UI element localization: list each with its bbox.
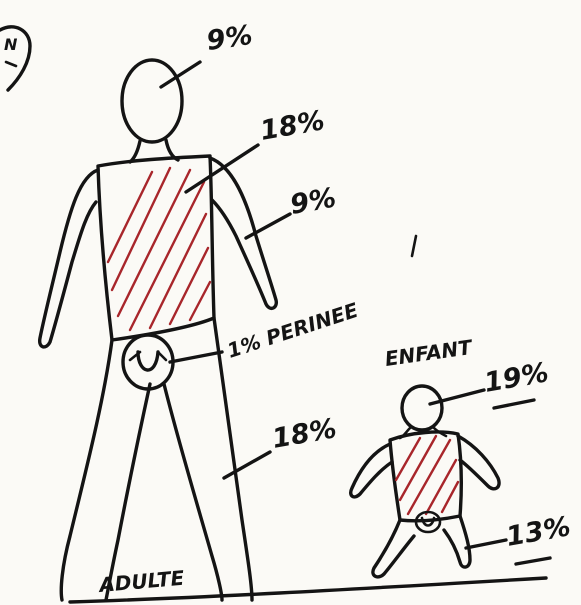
leader-trunk [186,145,258,192]
child-right-arm [458,436,499,489]
leader-perineum [170,352,222,362]
label-adult-title: ADULTE [96,566,185,598]
adult-perineum [123,335,173,389]
label-leg-child: 13% [504,511,573,553]
label-head-child: 19% [482,357,551,399]
underline-head-child [494,400,534,408]
adult-legs [61,340,112,600]
label-head-adult: 9% [205,20,255,57]
leader-leg [224,452,270,478]
child-left-leg [373,520,414,577]
label-perineum: 1% PERINEE [224,298,361,363]
corner-note: N [4,35,18,54]
label-child-title: ENFANT [383,335,474,371]
child-trunk-hatch [396,436,458,514]
label-trunk-adult: 18% [258,105,327,147]
label-arm-adult: 9% [288,182,339,220]
adult-right-arm [210,158,276,308]
perineum-accent [412,236,416,256]
child-left-arm [351,444,392,497]
leader-leg-child [466,540,506,548]
child-figure: ENFANT [351,335,499,577]
adult-trunk-hatch [108,168,210,330]
underline-leg-child [516,558,550,564]
child-right-leg [444,516,470,567]
adult-left-arm [40,170,98,347]
adult-figure [40,60,277,600]
label-leg-adult: 18% [270,413,339,455]
child-torso [390,432,461,521]
adult-head [122,60,182,142]
corner-bubble: N [0,27,30,90]
child-head [402,386,442,430]
